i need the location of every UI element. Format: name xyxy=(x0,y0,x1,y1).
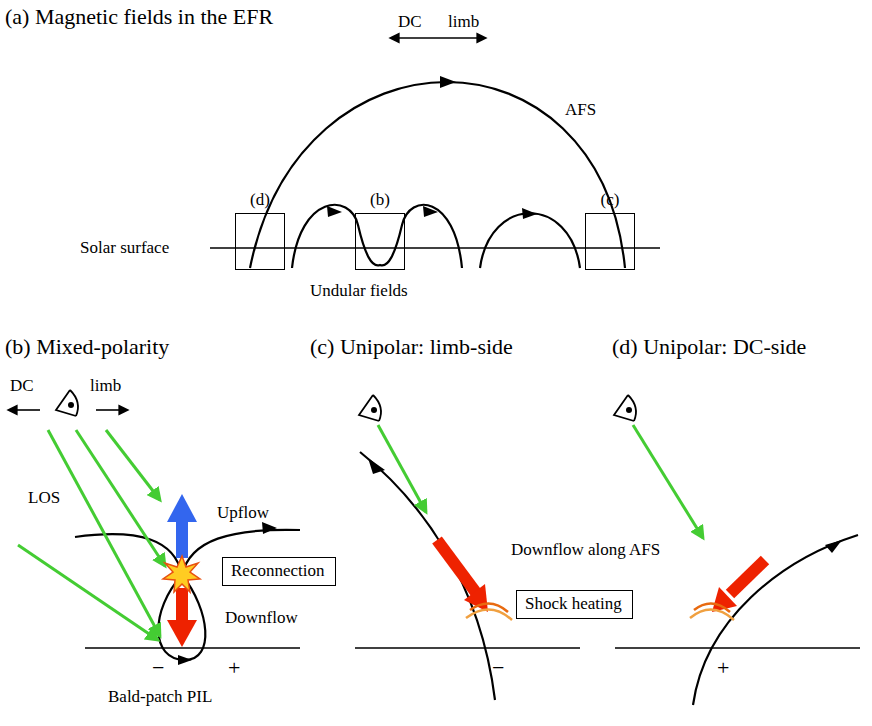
afs-field-line xyxy=(693,535,858,705)
field-line xyxy=(75,534,182,575)
panel-title: (c) Unipolar: limb-side xyxy=(310,334,513,359)
direction-label: limb xyxy=(90,376,121,396)
los-arrows xyxy=(18,430,165,640)
undular-field xyxy=(292,205,462,268)
polarity-sign: + xyxy=(717,655,729,680)
downflow-arrow xyxy=(437,540,488,612)
box-heading: (c) xyxy=(601,190,620,210)
field-label: Undular fields xyxy=(310,281,408,301)
direction-label: DC xyxy=(10,376,34,396)
eye-symbol xyxy=(56,390,636,421)
box-heading: (d) xyxy=(250,190,270,210)
afs-field-line xyxy=(360,452,495,700)
dc-arrow xyxy=(12,409,40,411)
shock-arcs xyxy=(466,603,512,620)
region-box: (b) xyxy=(355,213,405,270)
field-loop xyxy=(158,575,205,660)
downflow-arrow xyxy=(167,588,197,647)
panel-title: (b) Mixed-polarity xyxy=(5,334,169,359)
afs-loop xyxy=(250,82,625,268)
surface-line xyxy=(355,647,580,649)
dc-limb-arrow xyxy=(394,37,482,39)
los-label: LOS xyxy=(28,488,60,508)
surface-line xyxy=(85,647,300,649)
region-box: (c) xyxy=(585,213,635,270)
panel-title: (d) Unipolar: DC-side xyxy=(612,334,806,359)
flow-label: Downflow along AFS xyxy=(511,540,660,560)
undular-field xyxy=(480,213,580,268)
surface-label: Solar surface xyxy=(80,238,169,258)
box-label: Shock heating xyxy=(525,594,622,613)
shock-arcs xyxy=(690,603,734,620)
box-label: Reconnection xyxy=(231,561,324,580)
direction-label: limb xyxy=(448,12,479,32)
field-arrowheads xyxy=(178,76,842,665)
flow-label: Downflow xyxy=(225,608,298,628)
process-box: Shock heating xyxy=(516,590,633,619)
upflow-arrow xyxy=(167,494,197,558)
reconnection-star xyxy=(163,556,200,592)
polarity-sign: − xyxy=(152,655,164,680)
process-box: Reconnection xyxy=(222,557,336,586)
field-label: AFS xyxy=(565,100,596,120)
solar-surface xyxy=(210,247,660,249)
surface-line xyxy=(615,647,860,649)
polarity-sign: − xyxy=(492,655,504,680)
flow-label: Upflow xyxy=(217,503,269,523)
eye-pupil xyxy=(68,402,632,413)
box-heading: (b) xyxy=(370,190,390,210)
region-box: (d) xyxy=(235,213,285,270)
pil-label: Bald-patch PIL xyxy=(108,687,212,707)
los-arrow xyxy=(633,425,703,538)
limb-arrow xyxy=(96,409,124,411)
polarity-sign: + xyxy=(228,655,240,680)
direction-label: DC xyxy=(398,12,422,32)
los-arrow xyxy=(378,425,426,512)
panel-title: (a) Magnetic fields in the EFR xyxy=(5,4,273,29)
